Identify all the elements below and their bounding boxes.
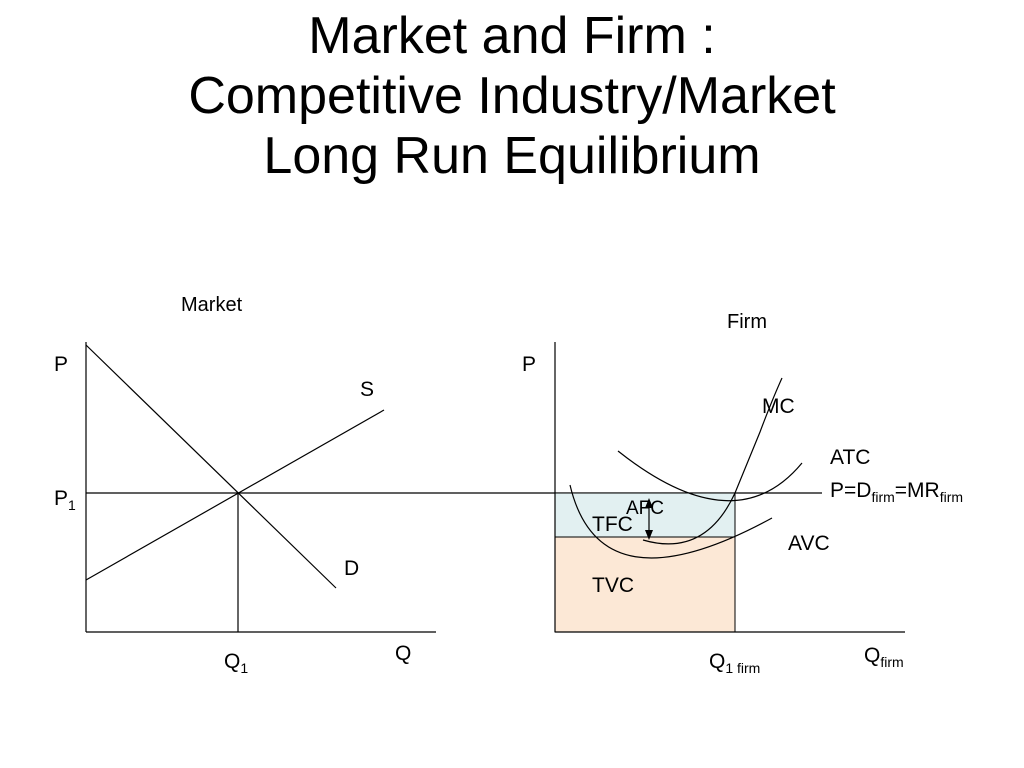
market-quantity-label: Q1 bbox=[224, 650, 248, 676]
tfc-label: TFC bbox=[592, 513, 633, 536]
atc-label: ATC bbox=[830, 446, 870, 469]
afc-label: AFC bbox=[626, 498, 664, 519]
market-supply-label: S bbox=[360, 378, 374, 401]
tvc-area bbox=[554, 536, 736, 633]
firm-graph: Firm P MC ATC P=Dfirm=MRfirm AVC AFC TFC… bbox=[522, 311, 963, 676]
tfc-area bbox=[554, 492, 736, 538]
title-line-2: Competitive Industry/Market bbox=[188, 67, 836, 125]
firm-x-axis-label: Qfirm bbox=[864, 644, 904, 670]
firm-quantity-label: Q1 firm bbox=[709, 650, 760, 676]
afc-arrow-head-up bbox=[645, 498, 653, 508]
avc-label: AVC bbox=[788, 532, 830, 555]
market-graph: Market P P1 S D Q Q1 bbox=[54, 294, 436, 676]
market-label: Market bbox=[181, 294, 243, 316]
mc-label: MC bbox=[762, 395, 795, 418]
title-line-3: Long Run Equilibrium bbox=[263, 127, 761, 185]
tvc-label: TVC bbox=[592, 574, 634, 597]
afc-arrow-head-down bbox=[645, 530, 653, 540]
market-supply-curve bbox=[85, 409, 385, 581]
market-demand-curve bbox=[85, 344, 337, 589]
title-line-1: Market and Firm : bbox=[308, 7, 716, 65]
demand-firm-label: P=Dfirm=MRfirm bbox=[830, 479, 963, 505]
firm-y-axis-label: P bbox=[522, 353, 536, 376]
firm-label: Firm bbox=[727, 311, 767, 333]
market-demand-label: D bbox=[344, 557, 359, 580]
atc-curve bbox=[617, 450, 803, 502]
market-x-axis-label: Q bbox=[395, 642, 411, 665]
market-y-axis-label: P bbox=[54, 353, 68, 376]
slide-title: Market and Firm : Competitive Industry/M… bbox=[0, 6, 1024, 186]
market-price-label: P1 bbox=[54, 487, 76, 513]
avc-curve bbox=[569, 484, 773, 559]
mc-curve bbox=[642, 377, 783, 545]
